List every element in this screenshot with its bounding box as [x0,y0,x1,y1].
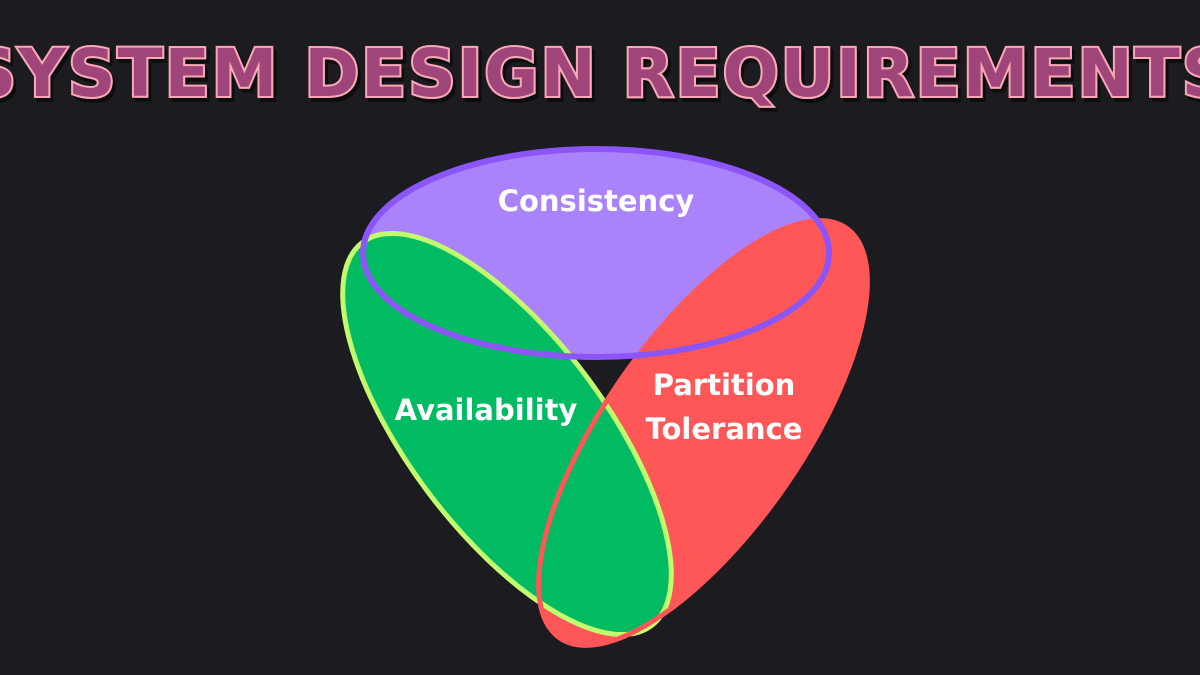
availability-label: Availability [395,393,578,427]
partition-label-line2: Tolerance [646,412,803,446]
availability-ellipse [342,233,672,635]
partition-label-line1: Partition [653,368,796,402]
page-title: SYSTEM DESIGN REQUIREMENTS [0,35,1200,112]
consistency-label: Consistency [498,184,695,218]
partition-tolerance-outline [536,218,870,648]
consistency-outline [360,146,832,360]
